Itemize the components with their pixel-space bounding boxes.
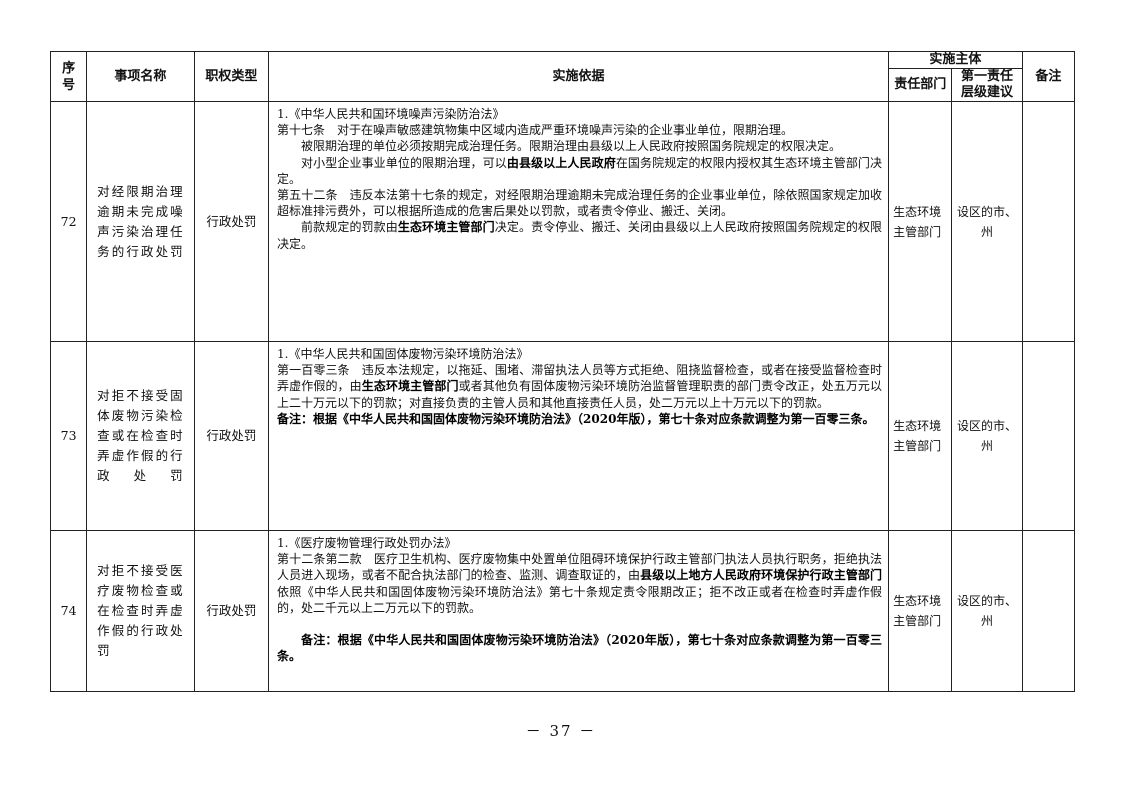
header-level: 第一责任层级建议 [951,68,1023,102]
responsibility-level: 设区的市、州 [951,101,1023,342]
text: 第十七条 对于在噪声敏感建筑物集中区域内造成严重环境噪声污染的企业事业单位，限期… [277,123,794,138]
header-dept: 责任部门 [888,68,953,102]
row-number: 72 [49,101,88,342]
bold-text: 生态环境主管部门 [361,379,459,394]
item-name: 对经限期治理逾期未完成噪声污染治理任务的行政处罚 [86,101,195,342]
basis-paragraph: 备注：根据《中华人民共和国固体废物污染环境防治法》（2020年版），第七十条对应… [277,632,882,664]
header-basis: 实施依据 [268,51,890,102]
authority-type: 行政处罚 [193,101,270,342]
note [1021,530,1076,692]
bold-text: 由县级以上人民政府 [506,155,616,170]
bold-text: 备注：根据《中华人民共和国固体废物污染环境防治法》（2020年版），第七十条对应… [277,633,883,664]
page-number: － 37 － [525,722,597,740]
header-authority-type: 职权类型 [193,51,270,102]
text: 第十二条第二款 医疗卫生机构、医疗废物集中处置单位阻碍环境保护行政主管部门执法人… [277,552,883,583]
basis-paragraph: 1.《中华人民共和国固体废物污染环境防治法》 [277,346,882,362]
note [1021,101,1076,342]
text: 第五十二条 违反本法第十七条的规定，对经限期治理逾期未完成治理任务的企业事业单位… [277,188,883,219]
bold-text: 县级以上地方人民政府环境保护行政主管部门 [640,568,883,583]
item-name: 对拒不接受固体废物污染检查或在检查时弄虚作假的行政处罚 [86,341,195,531]
row-number: 74 [49,530,88,692]
implementation-basis: 1.《医疗废物管理行政处罚办法》第十二条第二款 医疗卫生机构、医疗废物集中处置单… [268,530,890,692]
basis-paragraph: 1.《医疗废物管理行政处罚办法》 [277,535,882,551]
text: 1.《中华人民共和国固体废物污染环境防治法》 [277,347,529,361]
basis-paragraph: 第十二条第二款 医疗卫生机构、医疗废物集中处置单位阻碍环境保护行政主管部门执法人… [277,551,882,616]
bold-text: 备注：根据《中华人民共和国固体废物污染环境防治法》（2020年版），第七十条对应… [277,411,875,426]
basis-paragraph: 第十七条 对于在噪声敏感建筑物集中区域内造成严重环境噪声污染的企业事业单位，限期… [277,122,882,138]
basis-paragraph: 第五十二条 违反本法第十七条的规定，对经限期治理逾期未完成治理任务的企业事业单位… [277,187,882,219]
row-number: 73 [49,341,88,531]
header-item-name: 事项名称 [86,51,195,102]
authority-type: 行政处罚 [193,530,270,692]
text: 1.《医疗废物管理行政处罚办法》 [277,536,457,550]
basis-paragraph: 第一百零三条 违反本法规定，以拖延、围堵、滞留执法人员等方式拒绝、阻挠监督检查，… [277,362,882,411]
implementation-basis: 1.《中华人民共和国固体废物污染环境防治法》第一百零三条 违反本法规定，以拖延、… [268,341,890,531]
authority-type: 行政处罚 [193,341,270,531]
enforcement-items-table: 序号 事项名称 职权类型 实施依据 实施主体 备注 责任部门 第一责任层级建议 … [49,51,1076,692]
responsibility-level: 设区的市、州 [951,530,1023,692]
basis-paragraph: 1.《中华人民共和国环境噪声污染防治法》 [277,106,882,122]
item-name: 对拒不接受医疗废物检查或在检查时弄虚作假的行政处罚 [86,530,195,692]
text: 决定。责令停业、搬迁、关闭由县级以上人民政府按照国务院规定的权限决定。 [277,220,883,251]
text: 对小型企业事业单位的限期治理，可以 [301,155,507,170]
text: 1.《中华人民共和国环境噪声污染防治法》 [277,107,505,121]
text: 或者其他负有固体废物污染环境防治监督管理职责的部门责令改正，处五万元以上二十万元… [277,379,883,410]
responsible-dept: 生态环境主管部门 [888,101,953,342]
bold-text: 生态环境主管部门 [397,220,495,235]
text: 被限期治理的单位必须按期完成治理任务。限期治理由县级以上人民政府按照国务院规定的… [301,139,842,154]
text: 第一百零三条 违反本法规定，以拖延、围堵、滞留执法人员等方式拒绝、阻挠监督检查，… [277,363,883,394]
responsibility-level: 设区的市、州 [951,341,1023,531]
header-subject: 实施主体 [888,51,1023,69]
basis-paragraph: 被限期治理的单位必须按期完成治理任务。限期治理由县级以上人民政府按照国务院规定的… [277,138,882,154]
basis-paragraph: 对小型企业事业单位的限期治理，可以由县级以上人民政府在国务院规定的权限内授权其生… [277,155,882,187]
note [1021,341,1076,531]
responsible-dept: 生态环境主管部门 [888,341,953,531]
text: 在国务院规定的权限内授权其生态环境主管部门决定。 [277,155,883,186]
text: 前款规定的罚款由 [301,220,398,235]
header-no: 序号 [49,51,88,102]
basis-paragraph: 备注：根据《中华人民共和国固体废物污染环境防治法》（2020年版），第七十条对应… [277,411,882,427]
text: 依照《中华人民共和国固体废物污染环境防治法》第七十条规定责令限期改正；拒不改正或… [277,584,883,615]
basis-paragraph: 前款规定的罚款由生态环境主管部门决定。责令停业、搬迁、关闭由县级以上人民政府按照… [277,219,882,251]
responsible-dept: 生态环境主管部门 [888,530,953,692]
header-note: 备注 [1021,51,1076,102]
implementation-basis: 1.《中华人民共和国环境噪声污染防治法》第十七条 对于在噪声敏感建筑物集中区域内… [268,101,890,342]
